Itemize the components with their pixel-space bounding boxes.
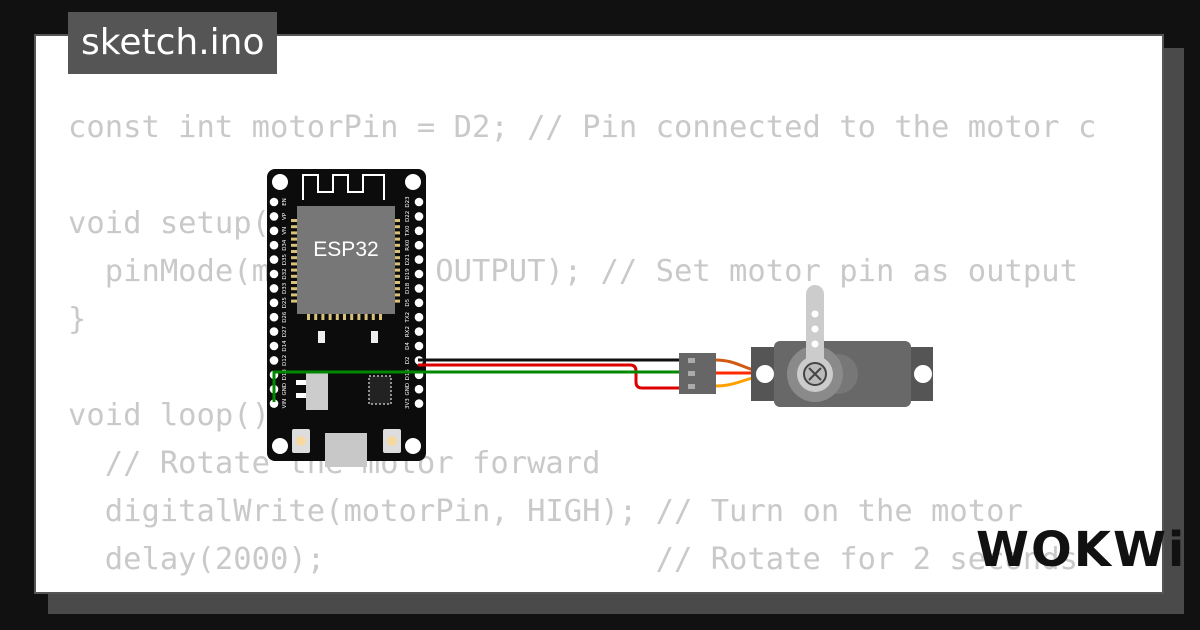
pin-right-d4[interactable] — [414, 341, 424, 351]
pin-right-3v3[interactable] — [414, 399, 424, 408]
pin-label-right-tx2: TX2 — [405, 312, 411, 324]
pin-label-left-d34: D34 — [282, 239, 288, 251]
pin-label-right-d22: D22 — [405, 211, 411, 222]
pin-right-rx2[interactable] — [414, 327, 424, 336]
pin-label-right-rx2: RX2 — [405, 326, 411, 337]
pin-left-d12[interactable] — [269, 356, 279, 365]
pin-label-right-d18: D18 — [405, 282, 411, 294]
chip-label: ESP32 — [313, 238, 378, 261]
pin-left-d35[interactable] — [269, 255, 279, 264]
pin-left-d27[interactable] — [269, 327, 279, 336]
wire-green — [272, 370, 680, 386]
pin-label-left-vn: VN — [282, 227, 288, 235]
pin-right-d19[interactable] — [414, 269, 424, 279]
pin-label-right-3v3: 3V3 — [405, 398, 411, 409]
code-line-5: } — [68, 302, 87, 337]
code-card: const int motorPin = D2; // Pin connecte… — [34, 34, 1164, 594]
pin-label-left-d12: D12 — [282, 355, 288, 366]
pin-label-right-d4: D4 — [405, 342, 411, 350]
pin-right-rx0[interactable] — [414, 240, 424, 250]
wire-power — [418, 363, 680, 390]
pin-label-left-vp: VP — [282, 212, 288, 220]
pin-label-right-rx0: RX0 — [405, 239, 411, 251]
pin-right-d5[interactable] — [414, 298, 424, 308]
pin-left-vin[interactable] — [269, 399, 279, 408]
code-line-9: digitalWrite(motorPin, HIGH); // Turn on… — [68, 494, 1023, 529]
pin-left-vn[interactable] — [269, 226, 279, 236]
pin-left-d34[interactable] — [269, 240, 279, 250]
pin-label-right-gnd: GND — [405, 383, 411, 396]
pin-label-right-d15: D15 — [405, 369, 411, 381]
code-line-10: delay(2000); // Rotate for 2 seconds — [68, 542, 1078, 577]
pin-right-d22[interactable] — [414, 212, 424, 221]
file-tab[interactable]: sketch.ino — [68, 12, 278, 74]
pin-label-left-d33: D33 — [282, 282, 288, 294]
pin-label-right-d21: D21 — [405, 254, 411, 265]
pin-label-right-d2: D2 — [405, 357, 411, 365]
pin-left-d25[interactable] — [269, 298, 279, 308]
pin-left-vp[interactable] — [269, 212, 279, 221]
pin-label-right-d23: D23 — [405, 196, 411, 208]
pin-right-tx2[interactable] — [414, 312, 424, 322]
pin-label-left-d27: D27 — [282, 325, 288, 337]
pin-label-left-d13: D13 — [282, 369, 288, 381]
wokwi-logo: WOKWi — [976, 522, 1187, 578]
pin-label-left-d14: D14 — [282, 340, 288, 352]
pin-right-d18[interactable] — [414, 284, 424, 293]
pin-label-left-d26: D26 — [282, 311, 288, 323]
pin-left-d26[interactable] — [269, 312, 279, 322]
pin-label-right-d19: D19 — [405, 268, 411, 280]
pin-label-left-d25: D25 — [282, 297, 288, 309]
code-line-1: const int motorPin = D2; // Pin connecte… — [68, 110, 1097, 145]
pin-label-left-vin: VIN — [282, 399, 288, 409]
pin-label-left-d32: D32 — [282, 268, 288, 279]
pin-label-left-d35: D35 — [282, 253, 288, 265]
pin-left-d14[interactable] — [269, 341, 279, 351]
pin-label-left-gnd: GND — [282, 383, 288, 396]
servo-connector[interactable] — [679, 353, 716, 394]
pin-label-right-d5: D5 — [405, 298, 411, 306]
esp32-board-icon[interactable]: ESP32 ENVPVND34D35D32D33D25D26D27D14D12D… — [267, 169, 426, 467]
pin-label-left-en: EN — [282, 198, 288, 206]
pin-right-d23[interactable] — [414, 197, 424, 207]
code-line-7: void loop() { — [68, 398, 307, 433]
servo-motor-icon[interactable] — [751, 285, 933, 407]
pin-right-tx0[interactable] — [414, 226, 424, 236]
pin-right-gnd[interactable] — [414, 384, 424, 394]
pin-right-d21[interactable] — [414, 255, 424, 264]
pin-left-d32[interactable] — [269, 269, 279, 279]
pin-label-right-tx0: TX0 — [405, 225, 411, 237]
pin-left-en[interactable] — [269, 197, 279, 207]
pin-left-d33[interactable] — [269, 284, 279, 293]
